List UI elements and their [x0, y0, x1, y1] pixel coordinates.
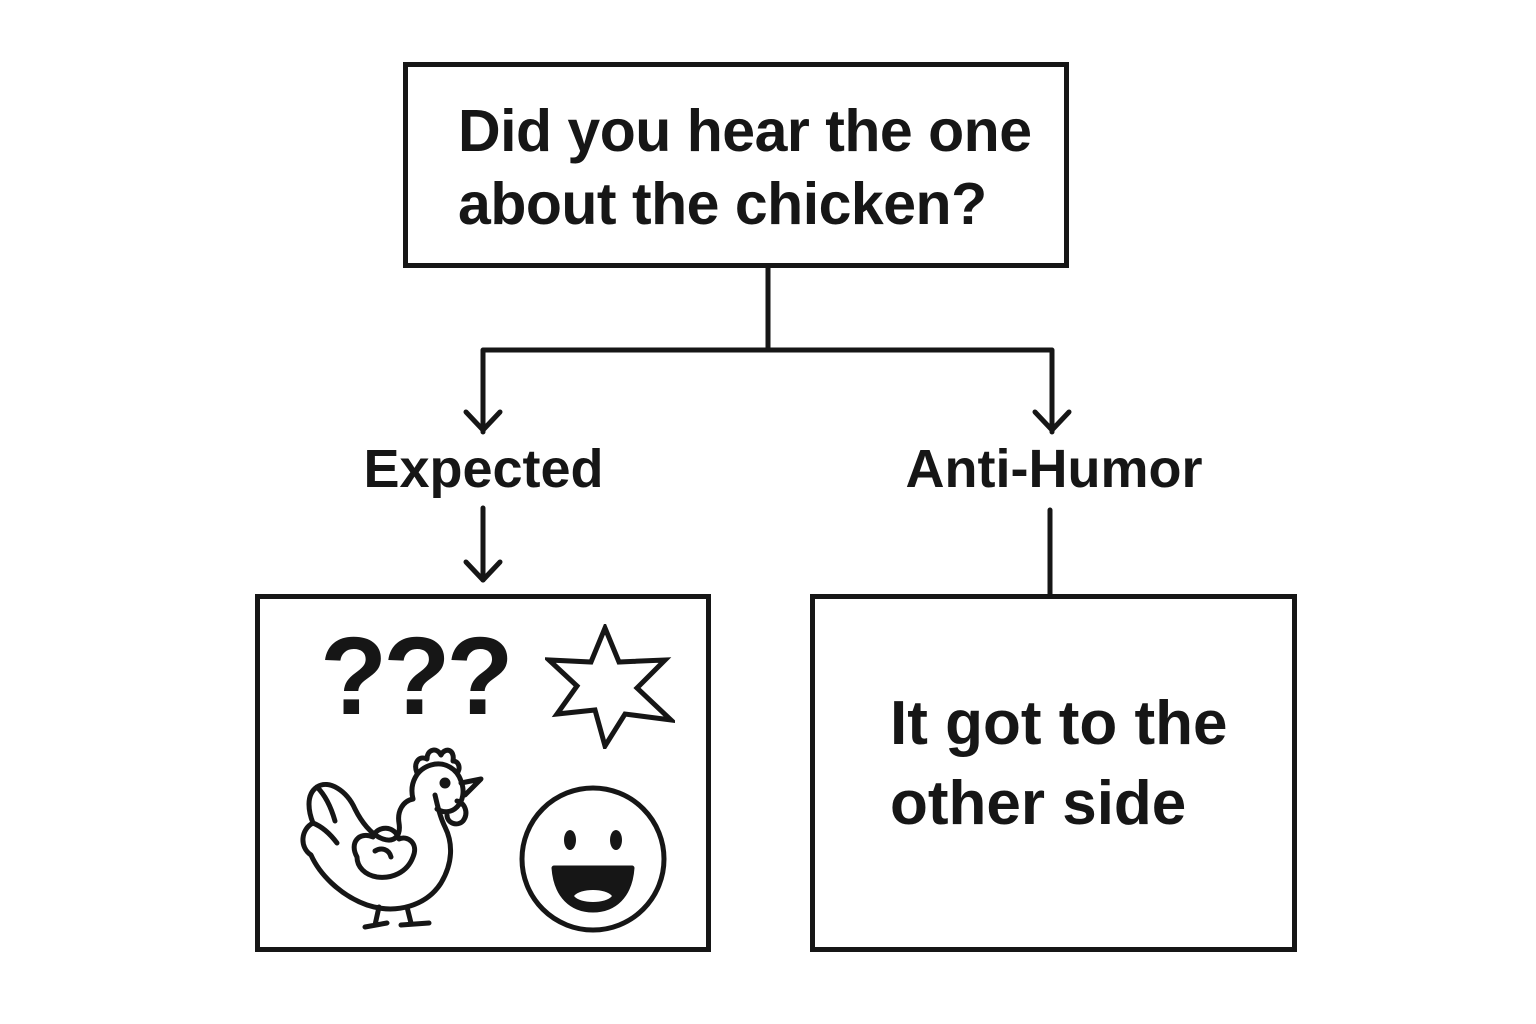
label-anti-humor: Anti-Humor [905, 439, 1203, 499]
question-marks-icon: ??? [320, 615, 514, 738]
anti-humor-box: It got to the other side [810, 594, 1297, 952]
starburst-icon [545, 624, 675, 749]
branch-bar [480, 347, 1055, 435]
question-box: Did you hear the one about the chicken? [403, 62, 1069, 268]
question-line-2: about the chicken? [458, 171, 987, 237]
question-line-1: Did you hear the one [458, 98, 1032, 164]
anti-humor-answer: It got to the other side [890, 684, 1227, 844]
expected-box: ??? [255, 594, 711, 952]
answer-line-2: other side [890, 769, 1187, 838]
label-expected: Expected [363, 439, 604, 499]
smiley-face-icon [519, 785, 667, 933]
chicken-icon [300, 747, 484, 930]
answer-line-1: It got to the [890, 689, 1228, 758]
question-text: Did you hear the one about the chicken? [458, 95, 1032, 241]
arrow-head-expected-top [463, 409, 503, 433]
arrow-head-anti-top [1032, 409, 1072, 433]
arrow-head-expected-bottom [463, 559, 503, 583]
